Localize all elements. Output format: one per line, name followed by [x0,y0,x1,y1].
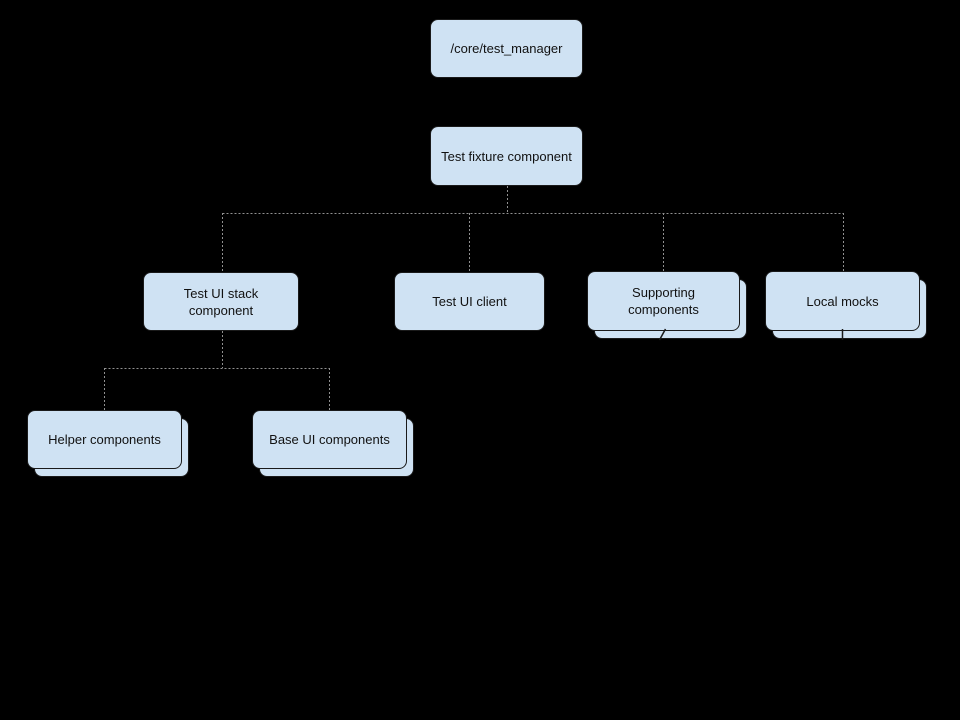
node-label: Base UI components [269,432,390,447]
node-label: Test UI stack component [183,285,259,318]
node-label: Supporting components [628,285,699,317]
node-test-fixture-component: Test fixture component [430,126,583,186]
node-local-mocks: Local mocks [765,271,920,331]
node-label: Local mocks [806,293,879,309]
node-label: Test fixture component [441,148,572,164]
node-test-ui-stack-component: Test UI stack component [143,272,299,331]
node-label: Helper components [48,432,161,447]
node-base-ui-components: Base UI components [252,410,407,469]
node-supporting-components: Supporting components [587,271,740,331]
node-label: /core/test_manager [450,41,563,56]
node-helper-components: Helper components [27,410,182,469]
node-label: Test UI client [432,294,507,309]
node-core-test-manager: /core/test_manager [430,19,583,78]
node-test-ui-client: Test UI client [394,272,545,331]
